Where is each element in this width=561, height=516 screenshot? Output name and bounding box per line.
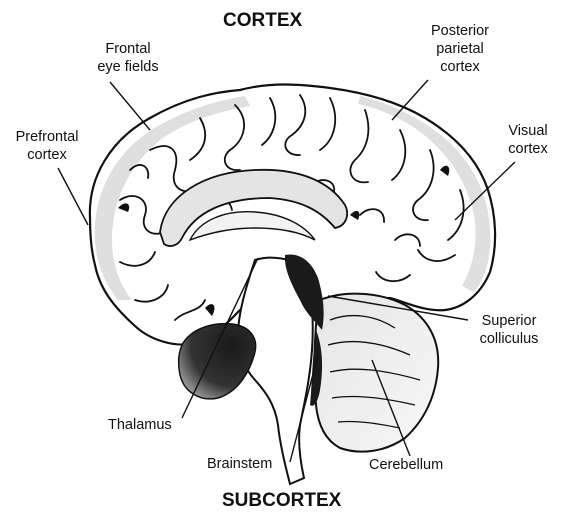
thalamus-label: Thalamus [108, 416, 172, 434]
cerebellum-label: Cerebellum [369, 456, 443, 474]
superior-colliculus-label: Superior colliculus [464, 312, 554, 348]
frontal-eye-fields-label: Frontal eye fields [78, 40, 178, 76]
visual-cortex-label: Visual cortex [496, 122, 560, 158]
brainstem-label: Brainstem [207, 455, 272, 473]
posterior-parietal-cortex-label: Posterior parietal cortex [410, 22, 510, 76]
thalamus-shape [179, 324, 256, 399]
prefrontal-cortex-label: Prefrontal cortex [2, 128, 92, 164]
